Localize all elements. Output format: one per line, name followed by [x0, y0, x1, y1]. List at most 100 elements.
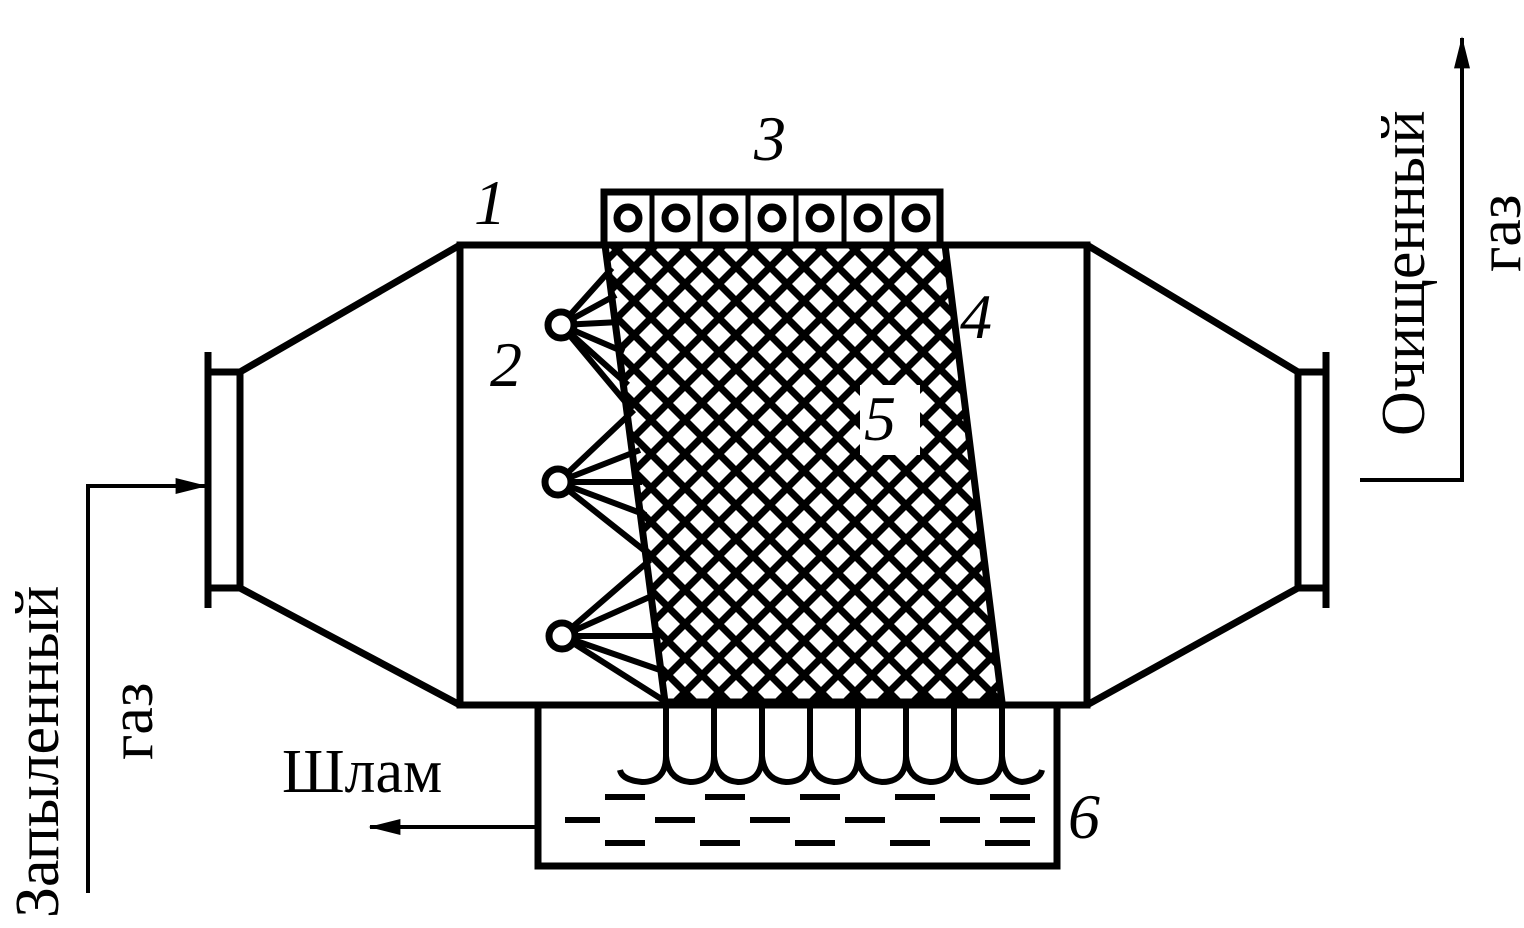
mesh-hole [877, 289, 901, 313]
mesh-hole [877, 255, 901, 279]
mesh-hole [894, 612, 918, 636]
mesh-hole [673, 323, 697, 347]
mesh-hole [826, 510, 850, 534]
mesh-hole [894, 680, 918, 702]
mesh-hole [724, 245, 748, 262]
mesh-hole [707, 357, 731, 381]
mesh-hole [758, 476, 782, 500]
mesh-hole [690, 272, 714, 296]
inlet-label-line1: Запыленный [4, 586, 72, 918]
spray-nozzles [541, 265, 665, 703]
mesh-hole [877, 595, 901, 619]
mesh-hole [911, 459, 935, 483]
mesh-hole [809, 425, 833, 449]
mesh-hole [877, 561, 901, 585]
sludge-tank [534, 705, 1061, 870]
mesh-hole [996, 544, 1002, 568]
mesh-hole [809, 561, 833, 585]
mesh-hole [894, 646, 918, 670]
mesh-hole [775, 323, 799, 347]
mesh-hole [741, 391, 765, 415]
mesh-hole [741, 425, 765, 449]
mesh-hole [962, 578, 986, 602]
mesh-hole [673, 391, 697, 415]
mesh-hole [945, 425, 969, 449]
mesh-hole [928, 612, 952, 636]
mesh-hole [690, 374, 714, 398]
mesh-hole [928, 442, 952, 466]
outlet-confuser [1085, 242, 1330, 709]
mesh-hole [826, 544, 850, 568]
inlet-label-line2: газ [98, 683, 166, 760]
mesh-hole [877, 493, 901, 517]
mesh-hole [911, 289, 935, 313]
mesh-hole [792, 272, 816, 296]
mesh-hole [656, 476, 680, 500]
mesh-hole [826, 245, 850, 262]
mesh-hole [928, 476, 952, 500]
mesh-hole [741, 663, 765, 687]
mesh-hole [809, 663, 833, 687]
outlet-label-line1: Очищенный [1370, 110, 1438, 436]
mesh-hole [979, 391, 1002, 415]
mesh-hole [690, 340, 714, 364]
mesh-hole [605, 408, 612, 432]
mesh-hole [775, 391, 799, 415]
mesh-hole [996, 306, 1002, 330]
mesh-hole [826, 272, 850, 296]
mesh-hole [707, 391, 731, 415]
mesh-hole [809, 629, 833, 653]
mesh-hole [656, 340, 680, 364]
mesh-hole [945, 663, 969, 687]
mesh-hole [775, 255, 799, 279]
mesh-hole [843, 289, 867, 313]
mesh-hole [996, 374, 1002, 398]
mesh-hole [656, 612, 680, 636]
mesh-hole [928, 544, 952, 568]
mesh-hole [673, 663, 697, 687]
mesh-hole [877, 663, 901, 687]
mesh-hole [911, 357, 935, 381]
mesh-hole [945, 459, 969, 483]
mesh-hole [860, 578, 884, 602]
mesh-hole [945, 561, 969, 585]
mesh-hole [826, 680, 850, 702]
mesh-hole [758, 680, 782, 702]
mesh-hole [673, 289, 697, 313]
label-1: 1 [474, 167, 506, 238]
mesh-hole [826, 646, 850, 670]
mesh-hole [741, 255, 765, 279]
mesh-hole [673, 493, 697, 517]
mesh-hole [656, 245, 680, 262]
mesh-hole [639, 391, 663, 415]
mesh-hole [826, 374, 850, 398]
mesh-hole [741, 357, 765, 381]
mesh-hole [741, 289, 765, 313]
mesh-hole [724, 442, 748, 466]
mesh-hole [741, 561, 765, 585]
mesh-hole [962, 680, 986, 702]
mesh-hole [758, 612, 782, 636]
label-6: 6 [1068, 781, 1100, 852]
mesh-hole [707, 493, 731, 517]
mesh-hole [758, 510, 782, 534]
mesh-hole [792, 612, 816, 636]
mesh-hole [996, 476, 1002, 500]
mesh-hole [979, 459, 1002, 483]
mesh-hole [877, 323, 901, 347]
mesh-hole [792, 442, 816, 466]
mesh-hole [928, 510, 952, 534]
mesh-hole [690, 680, 714, 702]
mesh-hole [911, 595, 935, 619]
mesh-hole [707, 527, 731, 551]
inlet-flow-arrow [86, 478, 208, 893]
mesh-hole [843, 323, 867, 347]
mesh-hole [928, 578, 952, 602]
mesh-hole [690, 578, 714, 602]
mesh-hole [707, 595, 731, 619]
mesh-hole [690, 612, 714, 636]
mesh-hole [673, 425, 697, 449]
label-5-patch [860, 385, 920, 455]
mesh-hole [690, 476, 714, 500]
mesh-hole [741, 493, 765, 517]
